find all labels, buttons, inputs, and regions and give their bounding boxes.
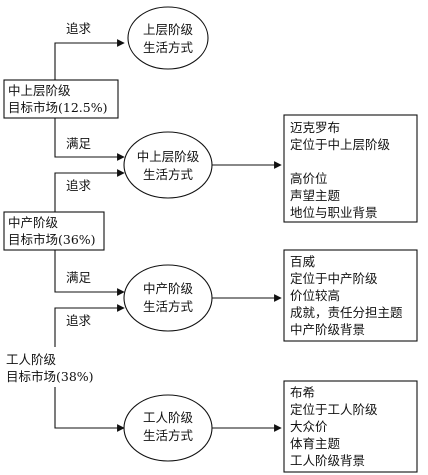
brand-budweiser-line-2: 定位于中产阶级 (290, 271, 378, 286)
brand-budweiser-line-5: 中产阶级背景 (290, 322, 365, 337)
market-box-upper-middle-line-2: 目标市场(12.5%) (8, 100, 107, 115)
brand-michelob-line-2: 定位于中上层阶级 (290, 137, 391, 152)
arrow-worker-market-to-middle-lifestyle (54, 304, 125, 347)
label-pursue-1: 追求 (66, 21, 92, 36)
brand-busch-line-4: 体育主题 (290, 436, 341, 451)
label-satisfy-1: 满足 (66, 136, 92, 151)
market-box-upper-middle-line-1: 中上层阶级 (8, 83, 71, 98)
lifestyle-ellipse-upper-middle: 中上层阶级 生活方式 (123, 131, 213, 199)
market-box-upper-middle: 中上层阶级 目标市场(12.5%) (3, 79, 119, 119)
market-box-worker: 工人阶级 目标市场(38%) (6, 352, 94, 384)
brand-budweiser-line-4: 成就，责任分担主题 (290, 305, 403, 320)
brand-michelob-line-1: 迈克罗布 (290, 120, 340, 135)
lifestyle-upper-line-1: 上层阶级 (143, 22, 194, 37)
lifestyle-ellipse-middle: 中产阶级 生活方式 (123, 264, 213, 332)
arrow-middle-market-to-upper-middle-lifestyle (54, 169, 125, 212)
lifestyle-middle-line-2: 生活方式 (143, 299, 194, 314)
label-satisfy-2: 满足 (66, 270, 92, 285)
market-box-middle-line-2: 目标市场(36%) (8, 232, 96, 247)
lifestyle-ellipse-worker: 工人阶级 生活方式 (123, 394, 213, 462)
arrow-middle-market-satisfy (54, 250, 125, 296)
brand-budweiser-line-1: 百威 (290, 254, 316, 269)
brand-michelob-line-6: 地位与职业背景 (290, 205, 378, 220)
market-box-middle-line-1: 中产阶级 (8, 215, 59, 230)
brand-michelob-line-5: 声望主题 (290, 188, 341, 203)
arrow-upper-market-to-upper-lifestyle (54, 39, 125, 80)
lifestyle-upper-middle-line-2: 生活方式 (143, 167, 194, 182)
brand-box-michelob: 迈克罗布 定位于中上层阶级 高价位 声望主题 地位与职业背景 (283, 114, 418, 223)
market-box-worker-line-1: 工人阶级 (6, 352, 57, 367)
arrow-worker-market-satisfy (54, 387, 125, 432)
brand-busch-line-2: 定位于工人阶级 (290, 402, 378, 417)
brand-box-busch: 布希 定位于工人阶级 大众价 体育主题 工人阶级背景 (283, 380, 418, 473)
lifestyle-worker-line-1: 工人阶级 (143, 410, 194, 425)
brand-busch-line-1: 布希 (290, 385, 315, 400)
brand-box-budweiser: 百威 定位于中产阶级 价位较高 成就，责任分担主题 中产阶级背景 (283, 249, 418, 342)
brand-busch-line-3: 大众价 (290, 419, 328, 434)
lifestyle-upper-middle-line-1: 中上层阶级 (137, 149, 200, 164)
market-box-middle: 中产阶级 目标市场(36%) (3, 211, 105, 251)
lifestyle-ellipse-upper: 上层阶级 生活方式 (127, 6, 209, 70)
lifestyle-middle-line-1: 中产阶级 (143, 281, 194, 296)
brand-michelob-line-4: 高价位 (290, 171, 328, 186)
market-box-worker-line-2: 目标市场(38%) (6, 369, 94, 384)
arrow-upper-market-satisfy (54, 118, 125, 161)
lifestyle-worker-line-2: 生活方式 (143, 428, 194, 443)
brand-budweiser-line-3: 价位较高 (290, 288, 340, 303)
label-pursue-3: 追求 (66, 313, 92, 328)
brand-busch-line-5: 工人阶级背景 (290, 453, 365, 468)
lifestyle-upper-line-2: 生活方式 (143, 40, 194, 55)
label-pursue-2: 追求 (66, 178, 92, 193)
